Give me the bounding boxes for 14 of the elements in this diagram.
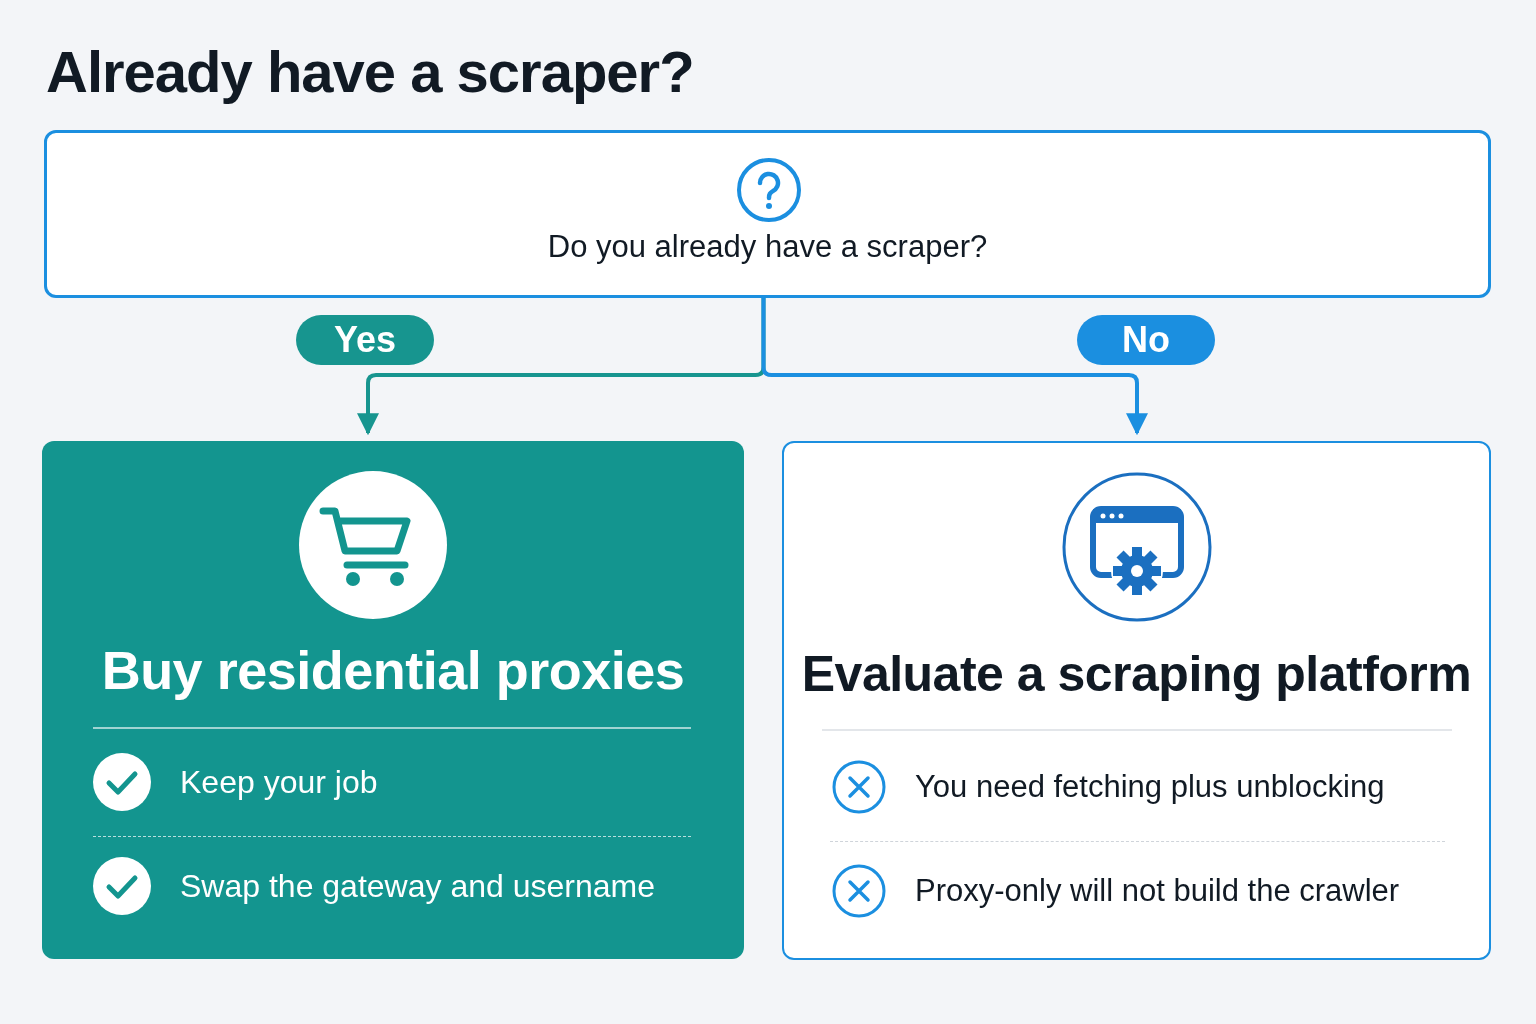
card-heading: Evaluate a scraping platform	[800, 645, 1473, 703]
outcome-card	[782, 441, 1491, 960]
list-item-text: You need fetching plus unblocking	[915, 768, 1385, 806]
edge-label: Yes	[296, 315, 434, 365]
list-item-text: Swap the gateway and username	[180, 867, 655, 906]
connector-arrow	[761, 298, 1148, 436]
question-text: Do you already have a scraper?	[546, 229, 989, 265]
outcome-card	[42, 441, 744, 959]
question-box	[44, 130, 1491, 298]
list-item-text: Keep your job	[180, 763, 378, 802]
list-item-text: Proxy-only will not build the crawler	[915, 872, 1400, 910]
card-heading: Buy residential proxies	[100, 639, 686, 701]
title: Already have a scraper?	[46, 38, 694, 105]
edge-label: No	[1077, 315, 1215, 365]
